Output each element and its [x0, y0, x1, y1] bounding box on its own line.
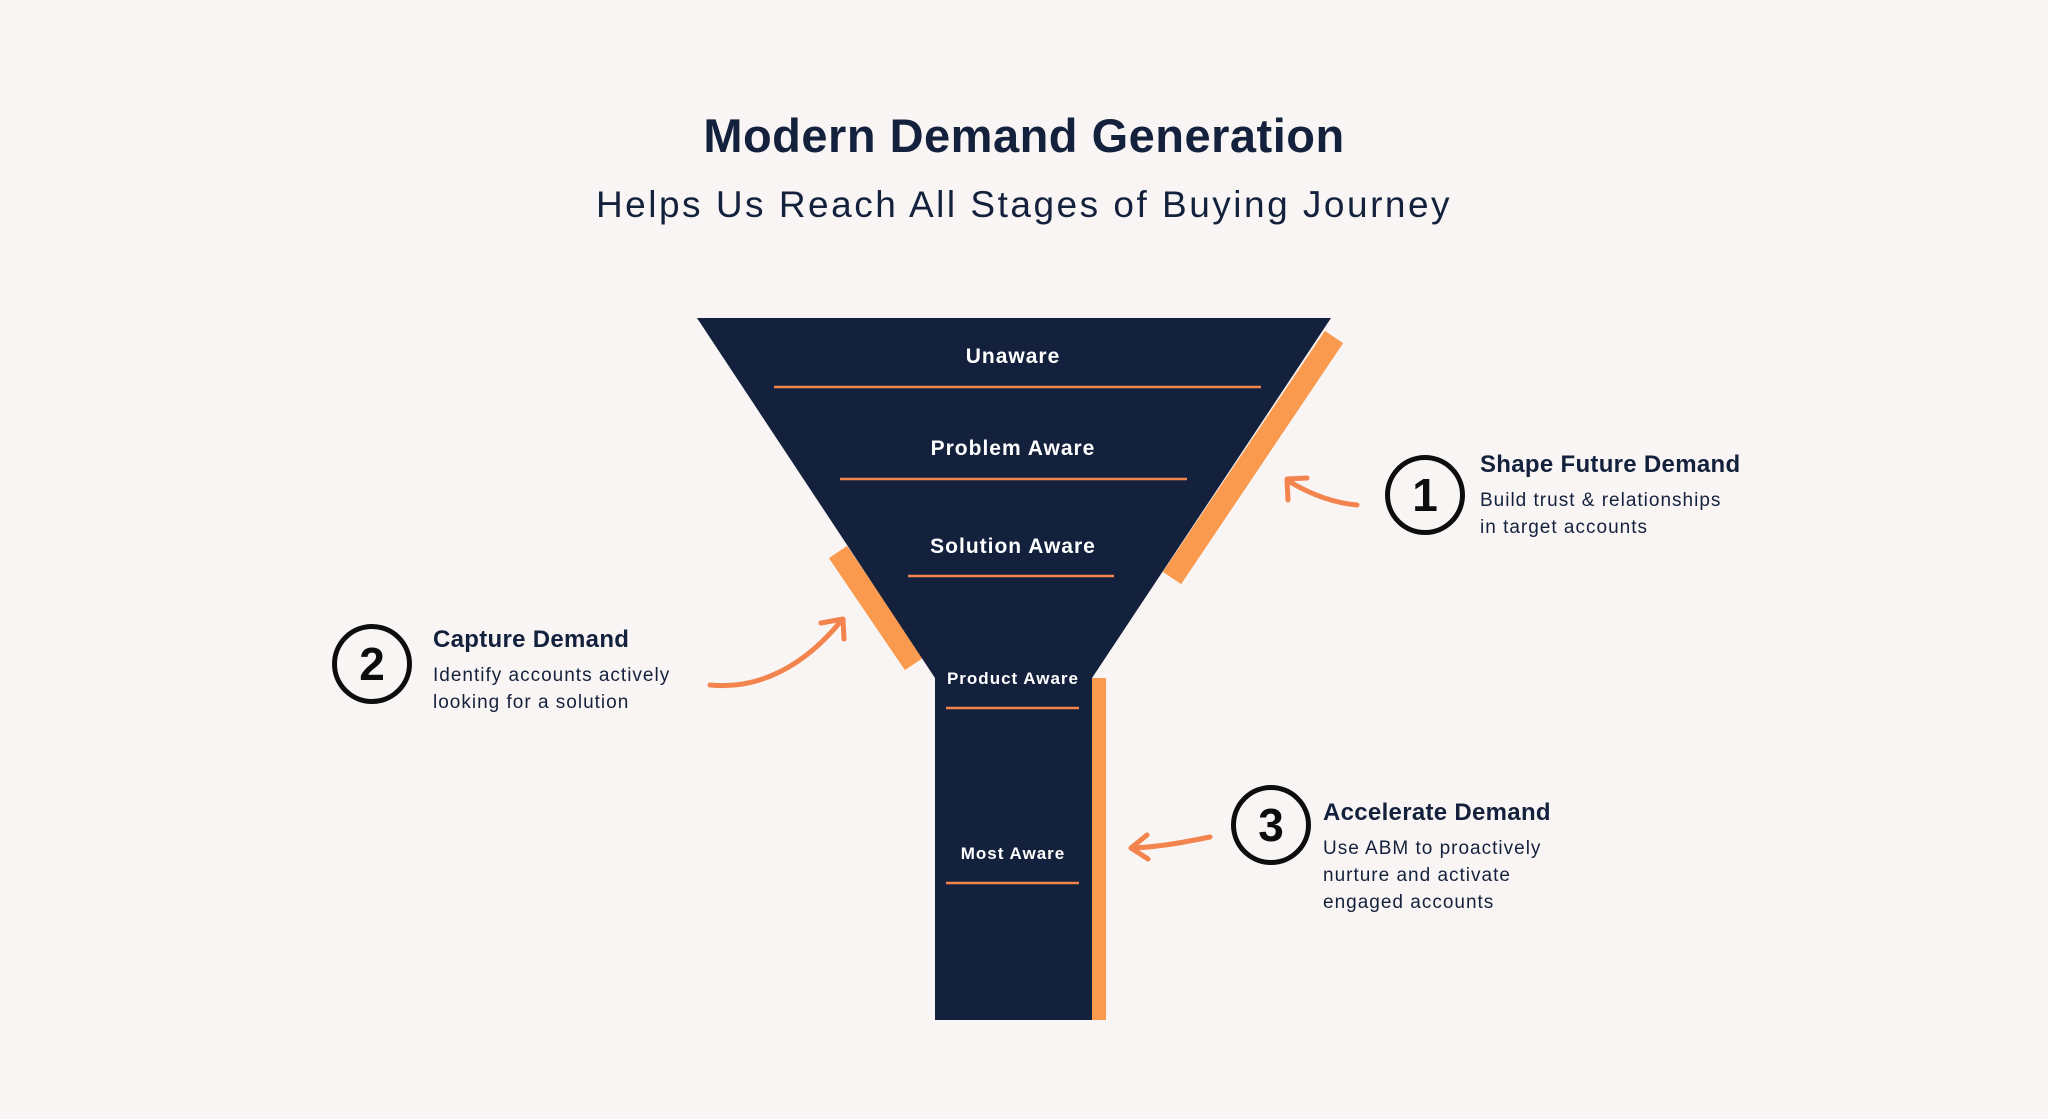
callout-description-shape-future-demand: Build trust & relationships in target ac…: [1480, 487, 1721, 541]
accent-bar-shape-demand: [1162, 330, 1344, 585]
callout-number-3: 3: [1231, 785, 1311, 865]
arrow-icon-capture-demand: [707, 616, 847, 689]
funnel-stem: [935, 676, 1092, 1020]
callout-description-line: Identify accounts actively: [433, 665, 671, 686]
callout-description-line: looking for a solution: [433, 692, 630, 713]
callout-number-2: 2: [332, 624, 412, 704]
stage-label-unaware: Unaware: [965, 345, 1061, 368]
callout-description-line: Use ABM to proactively: [1323, 838, 1542, 859]
callout-description-line: nurture and activate: [1323, 865, 1511, 886]
callout-description-line: engaged accounts: [1323, 892, 1495, 913]
callout-title-shape-future-demand: Shape Future Demand: [1480, 451, 1741, 478]
callout-title-capture-demand: Capture Demand: [433, 626, 630, 653]
callout-title-accelerate-demand: Accelerate Demand: [1323, 799, 1551, 826]
stage-label-solution-aware: Solution Aware: [930, 535, 1096, 558]
callout-description-capture-demand: Identify accounts actively looking for a…: [433, 662, 670, 716]
stage-label-product-aware: Product Aware: [946, 669, 1080, 688]
accent-bar-capture-demand: [828, 545, 924, 671]
page-title: Modern Demand Generation: [703, 109, 1345, 162]
callout-description-line: in target accounts: [1480, 517, 1648, 538]
stage-label-problem-aware: Problem Aware: [930, 437, 1096, 460]
callout-description-line: Build trust & relationships: [1480, 490, 1722, 511]
callout-description-accelerate-demand: Use ABM to proactively nurture and activ…: [1323, 835, 1541, 916]
page-subtitle: Helps Us Reach All Stages of Buying Jour…: [595, 184, 1453, 225]
arrow-icon-accelerate-demand: [1128, 832, 1213, 862]
callout-number-1: 1: [1385, 455, 1465, 535]
arrow-icon-shape-demand: [1284, 475, 1360, 508]
funnel-cone: [697, 318, 1331, 678]
stage-label-most-aware: Most Aware: [960, 844, 1066, 863]
accent-bar-accelerate-demand: [1092, 678, 1106, 1020]
